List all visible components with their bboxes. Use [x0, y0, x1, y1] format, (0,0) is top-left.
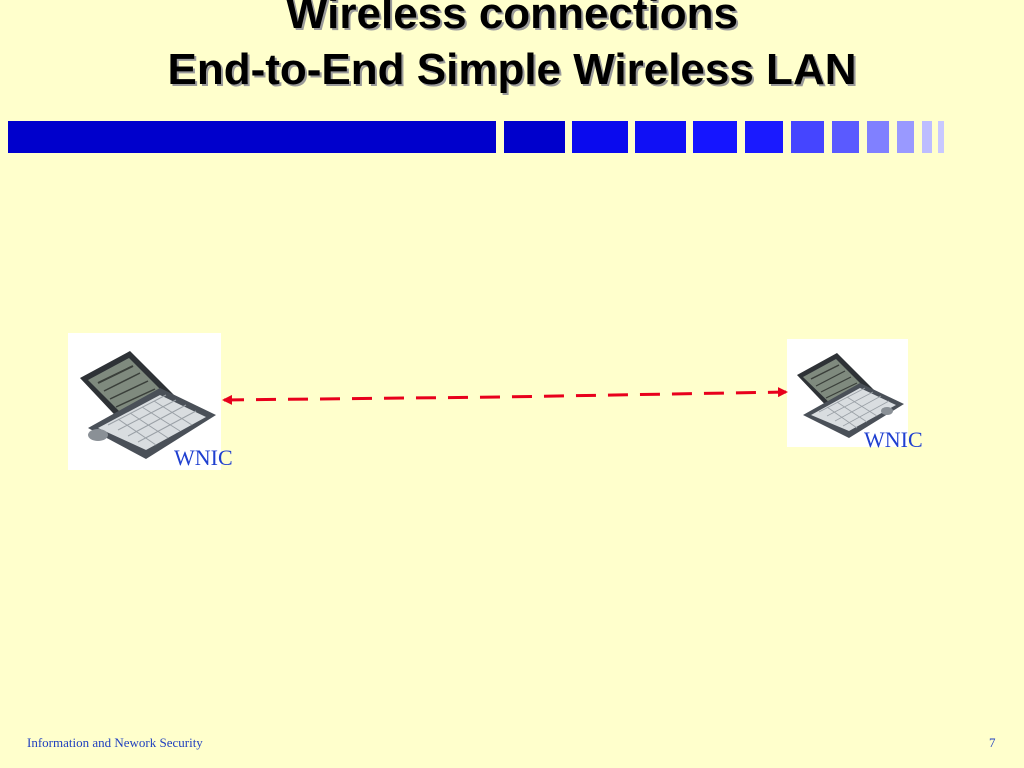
- handheld-pc-icon: [797, 353, 904, 438]
- left-wnic-label: WNIC: [174, 445, 233, 470]
- right-wnic-label: WNIC: [864, 427, 923, 452]
- dashed-link-line: [222, 387, 788, 405]
- left-handheld-device: [68, 333, 221, 470]
- handheld-pc-icon: [80, 351, 216, 459]
- decor-bar-segment: [504, 121, 565, 153]
- decor-bar-segment: [8, 121, 496, 153]
- decor-bar-segment: [897, 121, 914, 153]
- decor-bar-segment: [938, 121, 944, 153]
- title-line-1: Wireless connections: [286, 0, 738, 38]
- page-number: 7: [989, 735, 996, 750]
- decor-bar-segment: [791, 121, 824, 153]
- footer-text: Information and Nework Security: [27, 735, 203, 750]
- right-handheld-device: [787, 339, 908, 447]
- decor-bar-segment: [867, 121, 889, 153]
- decor-bar-segment: [693, 121, 737, 153]
- decor-bar-segment: [832, 121, 859, 153]
- title-line-2: End-to-End Simple Wireless LAN: [167, 45, 857, 94]
- decor-bar-segment: [572, 121, 628, 153]
- slide-title: Wireless connections End-to-End Simple W…: [0, 0, 1024, 98]
- decor-bar-segment: [745, 121, 783, 153]
- decor-bar-segment: [635, 121, 686, 153]
- decor-bar-segment: [922, 121, 932, 153]
